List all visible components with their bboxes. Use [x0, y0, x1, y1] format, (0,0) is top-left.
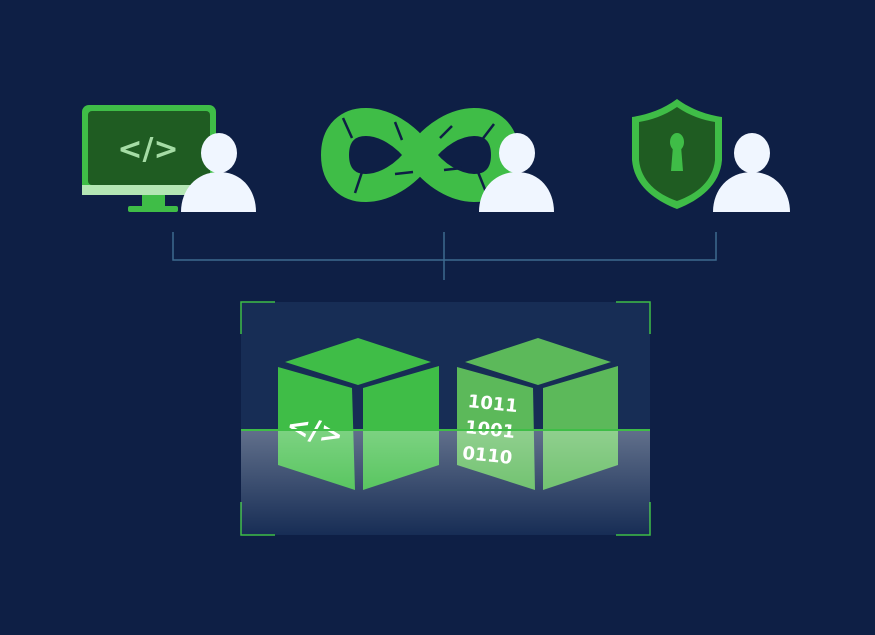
person-icon — [479, 133, 554, 212]
connector-lines — [172, 232, 717, 280]
person-icon — [181, 133, 256, 212]
devops-infinity-icon — [320, 108, 520, 202]
developer-role: </> — [82, 105, 256, 212]
person-icon — [713, 133, 790, 212]
monitor-code-icon: </> — [82, 105, 216, 212]
security-role — [632, 99, 790, 212]
devops-role — [320, 108, 554, 212]
reflection-overlay — [241, 429, 650, 535]
shield-lock-icon — [632, 99, 722, 209]
binary-line: 1011 — [467, 391, 519, 417]
code-symbol: </> — [117, 132, 178, 167]
